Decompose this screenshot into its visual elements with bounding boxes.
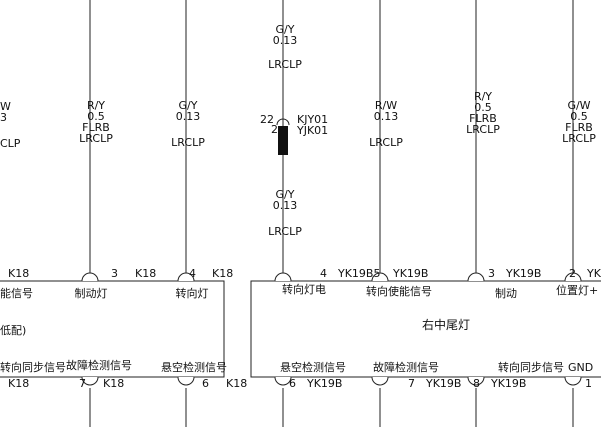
wire-gauge: 0.5 — [87, 110, 105, 123]
pin-arc-bottom-5 — [467, 376, 485, 386]
right-pin-3-conn: YK19B — [506, 267, 542, 280]
pin-arc-bottom-4 — [371, 376, 389, 386]
wire-color: G/Y — [275, 23, 295, 36]
pin-arc-bottom-3 — [274, 376, 292, 386]
wire-code: LRCLP — [171, 136, 205, 149]
left-label-brake-light: 制动灯 — [74, 287, 108, 300]
wire-color: W — [0, 100, 11, 113]
right-module-box — [250, 280, 601, 378]
pin-arc-turn-left — [177, 272, 195, 282]
connector-block — [278, 126, 288, 155]
wire-spec: FLRB — [82, 121, 110, 134]
connector-label-bottom: YJK01 — [297, 124, 329, 137]
left-label-fault-detect: 故障检测信号 — [66, 359, 132, 372]
right-module-name: 右中尾灯 — [421, 318, 471, 332]
wire-label-center-top: G/Y 0.13 LRCLP — [268, 24, 302, 70]
right-pin-4-num: 4 — [320, 267, 327, 280]
left-pin-3-conn: K18 — [135, 267, 157, 280]
wire-code: LRCLP — [369, 136, 403, 149]
right-bottom-pin-7-num: 7 — [408, 377, 415, 390]
wire-color: R/W — [374, 99, 398, 112]
pin-arc-turn-power — [274, 272, 292, 282]
wire-gauge: 0.13 — [272, 34, 298, 47]
right-label-fault-detect: 故障检测信号 — [373, 361, 439, 374]
wire-color: R/Y — [86, 99, 106, 112]
pin-arc-bottom-6 — [564, 376, 582, 386]
wire-gauge: 3 — [0, 111, 7, 124]
pin-arc-bottom-1 — [81, 376, 99, 386]
wire-gauge: 0.5 — [474, 101, 492, 114]
left-pin-3-num: 3 — [111, 267, 118, 280]
wire-code: LRCLP — [268, 225, 302, 238]
wire-code: LRCLP — [79, 132, 113, 145]
right-bottom-pin-1-num: 1 — [585, 377, 592, 390]
right-bottom-pin-7-conn: YK19B — [426, 377, 462, 390]
wire-code: LRCLP — [268, 58, 302, 71]
pin-arc-brake-right — [467, 272, 485, 282]
right-label-position-light: 位置灯+ — [556, 284, 599, 297]
left-module-box — [0, 280, 225, 378]
wire-code: LRCLP — [466, 123, 500, 136]
left-bottom-pin-7-conn: K18 — [103, 377, 125, 390]
right-label-gnd: GND — [568, 361, 594, 374]
left-pin-1-conn: K18 — [8, 267, 30, 280]
left-pin-4-conn: K18 — [212, 267, 234, 280]
wire-color: G/W — [567, 99, 591, 112]
wire-code: CLP — [0, 137, 21, 150]
wire-label-brake-right: R/Y 0.5 FLRB LRCLP — [466, 91, 500, 135]
right-pin-2-conn: YK — [587, 267, 601, 280]
left-partial-text: 低配) — [0, 324, 27, 337]
wire-label-turn-left: G/Y 0.13 LRCLP — [171, 100, 205, 148]
right-pin-4-conn: YK19B5 — [338, 267, 381, 280]
pin-arc-brake — [81, 272, 99, 282]
wire-spec: FLRB — [469, 112, 497, 125]
connector-pin-top: 22 — [260, 113, 274, 126]
right-label-brake: 制动 — [495, 287, 517, 300]
wire-label-turn-enable: R/W 0.13 LRCLP — [369, 100, 403, 148]
right-pin-2-num: 2 — [569, 267, 576, 280]
pin-arc-bottom-2 — [177, 376, 195, 386]
left-bottom-pin-7-num: 7 — [79, 377, 86, 390]
wire-color: G/Y — [178, 99, 198, 112]
right-pin-enable-conn: YK19B — [393, 267, 429, 280]
wire-color: R/Y — [473, 90, 493, 103]
right-label-turn-enable: 转向使能信号 — [366, 285, 432, 298]
connector-label-top: KJY01 — [297, 113, 329, 126]
left-bottom-pin-6-num: 6 — [202, 377, 209, 390]
wire-gauge: 0.5 — [570, 110, 588, 123]
right-bottom-pin-8-num: 8 — [473, 377, 480, 390]
left-pin-4-num: 4 — [189, 267, 196, 280]
left-label-turn-light: 转向灯 — [175, 287, 209, 300]
pin-arc-turn-enable — [371, 272, 389, 282]
left-bottom-pin-6-conn: K18 — [226, 377, 248, 390]
wire-gauge: 0.13 — [373, 110, 399, 123]
wire-code: LRCLP — [562, 132, 596, 145]
wire-label-position: G/W 0.5 FLRB LRCLP — [562, 100, 596, 144]
right-bottom-pin-6-num: 6 — [289, 377, 296, 390]
wire-spec: FLRB — [565, 121, 593, 134]
left-label-float-detect: 悬空检测信号 — [161, 361, 227, 374]
right-label-turn-power: 转向灯电 — [282, 283, 326, 296]
right-label-float-detect: 悬空检测信号 — [280, 361, 346, 374]
wire-gauge: 0.13 — [175, 110, 201, 123]
right-label-turn-sync: 转向同步信号 — [498, 361, 564, 374]
connector-arc-top — [276, 118, 290, 126]
left-label-turn-sync: 转向同步信号 — [0, 361, 66, 374]
right-bottom-pin-6-conn: YK19B — [307, 377, 343, 390]
right-bottom-pin-8-conn: YK19B — [491, 377, 527, 390]
wire-label-brake: R/Y 0.5 FLRB LRCLP — [79, 100, 113, 144]
pin-arc-position — [564, 272, 582, 282]
left-bottom-pin-1-conn: K18 — [8, 377, 30, 390]
wire-color: G/Y — [275, 188, 295, 201]
left-label-enable-signal: 能信号 — [0, 287, 33, 300]
wire-label-center-below: G/Y 0.13 LRCLP — [268, 189, 302, 237]
connector-pin-bottom: 2 — [271, 123, 278, 136]
right-pin-3-num: 3 — [488, 267, 495, 280]
wire-gauge: 0.13 — [272, 199, 298, 212]
